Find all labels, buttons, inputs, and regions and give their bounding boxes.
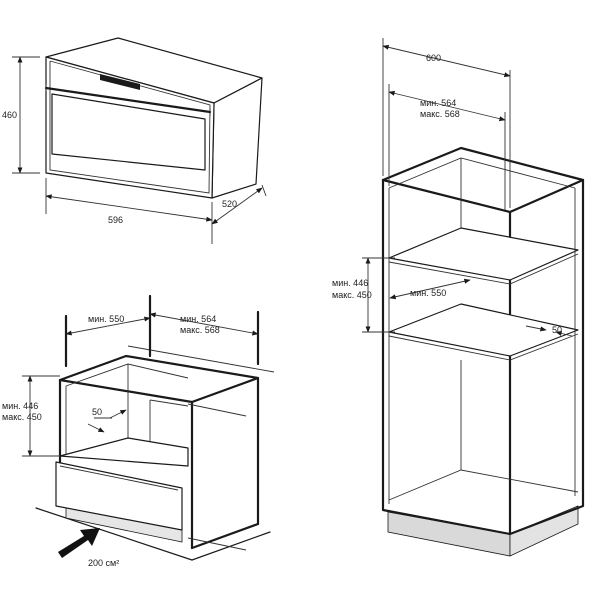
base-cabinet-dimensions: мин. 550 мин. 564 макс. 568 мин. 446 мак… [2,294,260,568]
tall-cabinet-drawing [381,146,585,557]
tall-niche-height-min: мин. 446 [332,278,368,288]
base-cabinet-drawing [35,345,275,561]
tall-width-label: 600 [426,53,441,63]
oven-height-label: 460 [2,110,17,120]
base-inner-width-min: мин. 564 [180,314,216,324]
base-niche-height-max: макс. 450 [2,412,42,422]
tall-inner-width-min: мин. 564 [420,98,456,108]
airflow-arrow-icon [58,528,100,558]
oven-display [100,74,140,90]
tall-cabinet-dimensions: 600 мин. 564 макс. 568 мин. 446 макс. 45… [332,38,573,337]
base-inner-width-max: макс. 568 [180,325,220,335]
base-depth-min: мин. 550 [88,314,124,324]
tall-cabinet-plinth [387,511,511,557]
base-gap-label: 50 [92,407,102,417]
tall-depth-min: мин. 550 [410,288,446,298]
oven-depth-label: 520 [222,199,237,209]
base-niche-height-min: мин. 446 [2,401,38,411]
oven-width-label: 596 [108,215,123,225]
vent-area-label: 200 см² [88,558,119,568]
tall-inner-width-max: макс. 568 [420,109,460,119]
oven-drawing [44,37,263,199]
oven-window [51,93,206,171]
tall-niche-height-max: макс. 450 [332,290,372,300]
tall-gap-label: 50 [552,325,562,335]
oven-dimensions: 460 596 520 [2,56,267,244]
